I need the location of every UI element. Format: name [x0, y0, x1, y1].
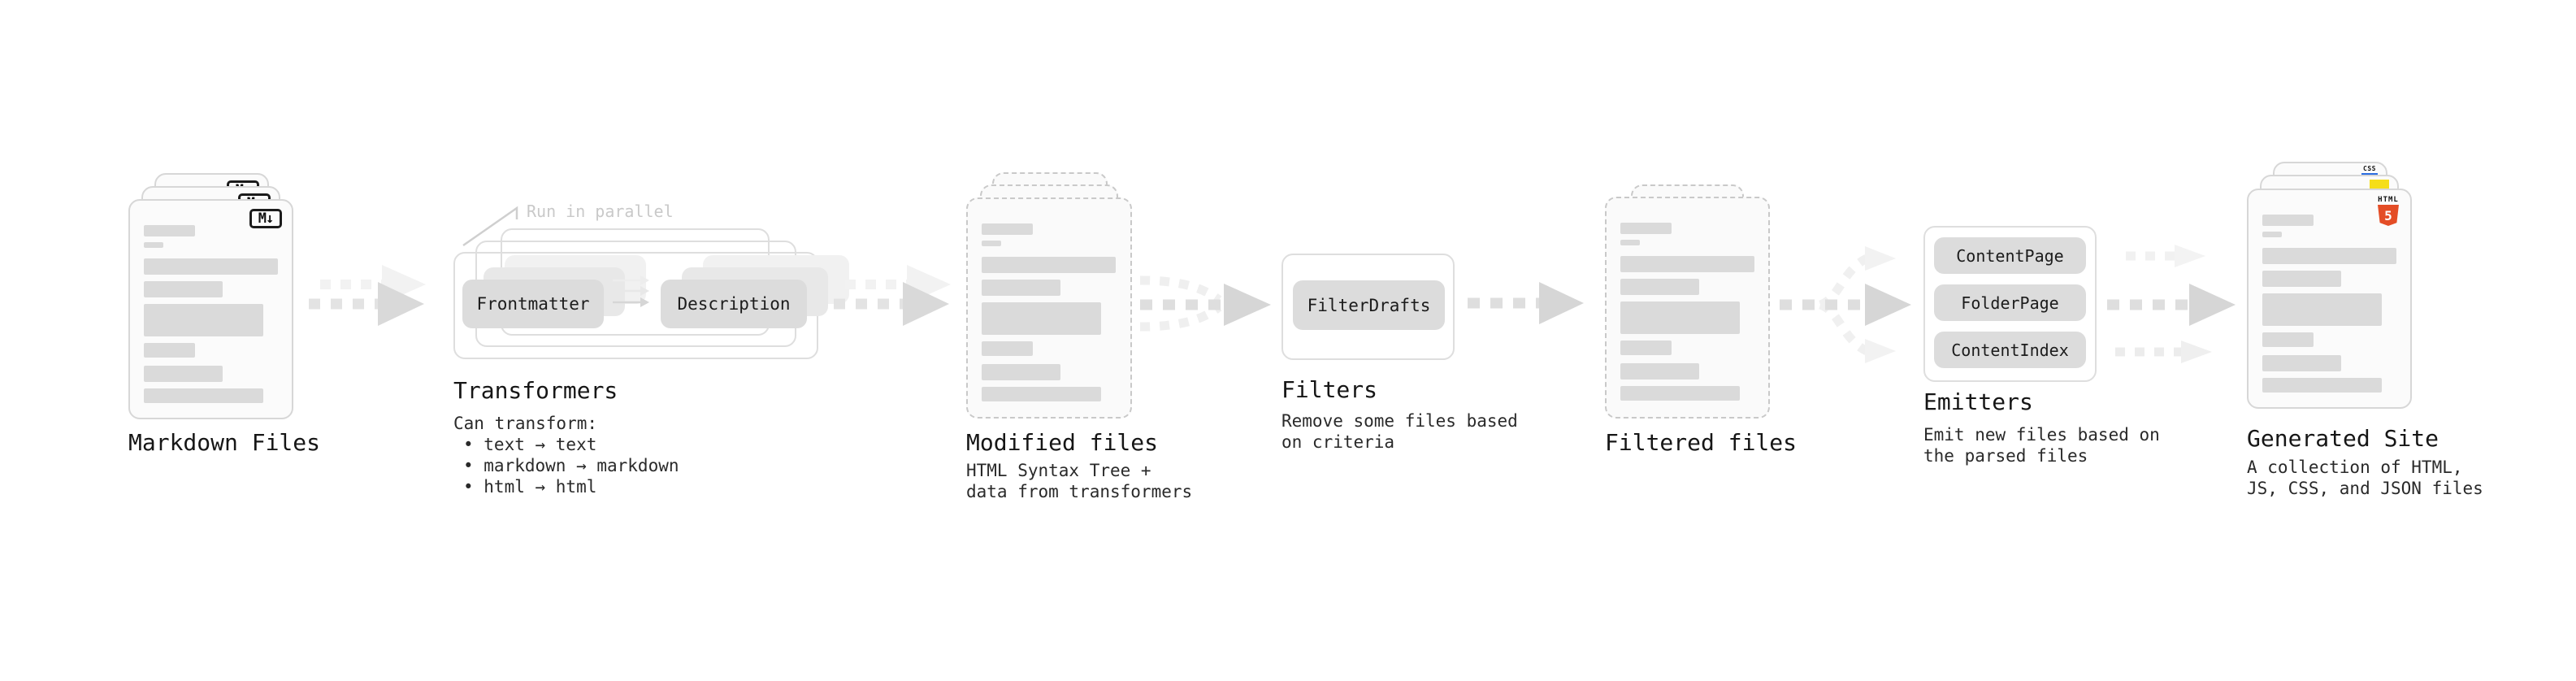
text-placeholder-bar: [982, 280, 1060, 296]
filtered-file-card: [1605, 197, 1770, 419]
text-placeholder-bar: [144, 258, 278, 275]
text-placeholder-bar: [982, 223, 1033, 235]
transformers-bullet: • html → html: [463, 477, 597, 497]
html5-icon: HTML 5: [2376, 197, 2400, 226]
stage-label-generated-site: Generated Site: [2247, 425, 2439, 452]
arrow-emitters-to-generated: [2107, 245, 2236, 363]
transformer-pill-frontmatter: Frontmatter: [462, 280, 604, 328]
text-placeholder-bar: [1620, 223, 1672, 234]
arrow-modified-to-filters: [1139, 275, 1271, 332]
stage-label-modified-files: Modified files: [966, 429, 1159, 456]
run-in-parallel-note: Run in parallel: [527, 202, 674, 221]
text-placeholder-bar: [2262, 293, 2382, 326]
text-placeholder-bar: [1620, 240, 1640, 245]
transform-arrows-icon: [613, 275, 649, 307]
text-placeholder-bar: [2262, 232, 2282, 237]
filters-desc-line: Remove some files based: [1281, 411, 1518, 431]
text-placeholder-bar: [144, 304, 263, 336]
text-placeholder-bar: [144, 225, 195, 236]
emitter-pill-contentpage: ContentPage: [1934, 237, 2086, 274]
transformers-description: Can transform: • text → text • markdown …: [453, 413, 679, 497]
stage-label-filters: Filters: [1281, 376, 1378, 403]
text-placeholder-bar: [1620, 340, 1672, 355]
text-placeholder-bar: [144, 281, 223, 297]
text-placeholder-bar: [982, 241, 1001, 246]
arrow-filters-to-filtered: [1468, 282, 1584, 324]
generated-site-card: HTML 5: [2247, 189, 2412, 409]
text-placeholder-bar: [2262, 332, 2314, 347]
transformer-pill-description: Description: [661, 280, 807, 328]
emitters-desc-line: Emit new files based on: [1923, 425, 2160, 445]
modified-file-card: [966, 197, 1132, 419]
emitters-desc-line: the parsed files: [1923, 446, 2088, 466]
text-placeholder-bar: [144, 242, 163, 248]
text-placeholder-bar: [1620, 386, 1740, 401]
filters-description: Remove some files based on criteria: [1281, 410, 1518, 453]
text-placeholder-bar: [2262, 248, 2396, 264]
generated-site-desc-line: A collection of HTML,: [2247, 458, 2463, 477]
stage-label-transformers: Transformers: [453, 377, 618, 404]
text-placeholder-bar: [1620, 301, 1740, 334]
emitter-pill-contentindex: ContentIndex: [1934, 332, 2086, 368]
transformers-bullet: • markdown → markdown: [463, 456, 679, 475]
stage-label-emitters: Emitters: [1923, 388, 2033, 415]
text-placeholder-bar: [144, 388, 263, 403]
stage-label-markdown-files: Markdown Files: [128, 429, 321, 456]
emitter-pill-folderpage: FolderPage: [1934, 284, 2086, 321]
text-placeholder-bar: [982, 257, 1116, 273]
emitters-description: Emit new files based on the parsed files: [1923, 424, 2160, 466]
css-file-icon: CSS: [2361, 166, 2378, 176]
modified-files-description: HTML Syntax Tree + data from transformer…: [966, 460, 1192, 502]
text-placeholder-bar: [2262, 355, 2341, 371]
text-placeholder-bar: [1620, 279, 1699, 295]
text-placeholder-bar: [1620, 256, 1754, 272]
modified-files-desc-line: data from transformers: [966, 482, 1193, 501]
text-placeholder-bar: [2262, 215, 2314, 226]
text-placeholder-bar: [144, 366, 223, 382]
markdown-icon: M↓: [249, 209, 282, 228]
css-underline: [2361, 173, 2378, 176]
text-placeholder-bar: [1620, 363, 1699, 380]
arrow-transformers-to-modified: [834, 265, 951, 326]
filters-desc-line: on criteria: [1281, 432, 1395, 452]
text-placeholder-bar: [2262, 378, 2382, 393]
text-placeholder-bar: [144, 343, 195, 358]
text-placeholder-bar: [982, 364, 1060, 380]
filter-pill-filterdrafts: FilterDrafts: [1293, 280, 1445, 330]
modified-files-desc-line: HTML Syntax Tree +: [966, 461, 1151, 480]
transformers-bullet: • text → text: [463, 435, 597, 454]
generated-site-desc-line: JS, CSS, and JSON files: [2247, 479, 2483, 498]
stage-label-filtered-files: Filtered files: [1605, 429, 1798, 456]
generated-site-description: A collection of HTML, JS, CSS, and JSON …: [2247, 457, 2483, 499]
js-file-icon: [2370, 180, 2389, 190]
text-placeholder-bar: [2262, 271, 2341, 287]
markdown-file-card: M↓: [128, 199, 293, 419]
transformers-desc-title: Can transform:: [453, 414, 598, 433]
run-in-parallel-connector: [462, 206, 518, 247]
text-placeholder-bar: [982, 387, 1101, 401]
arrow-filtered-to-emitters: [1780, 246, 1911, 363]
arrow-markdown-to-transformers: [309, 265, 426, 326]
text-placeholder-bar: [982, 341, 1033, 356]
text-placeholder-bar: [982, 302, 1101, 335]
